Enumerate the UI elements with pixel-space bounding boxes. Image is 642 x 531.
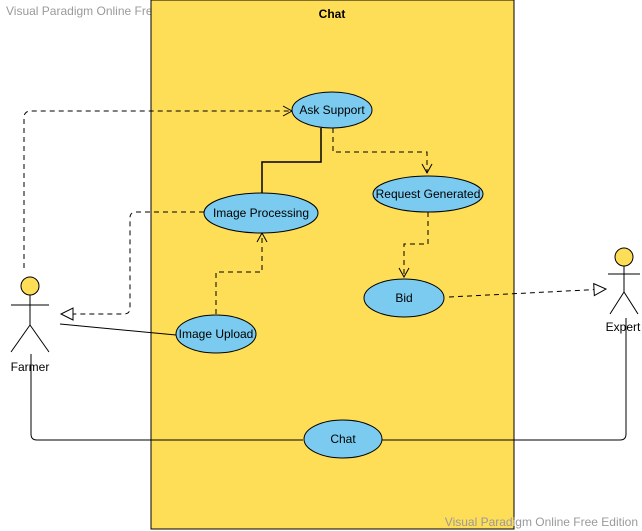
dependency-image-upload-image-processing: [215, 231, 268, 314]
usecase-ask-support[interactable]: Ask Support: [291, 91, 373, 129]
usecase-request-generated[interactable]: Request Generated: [372, 175, 484, 213]
association-farmer-image-upload: [59, 323, 177, 336]
usecase-image-upload-label: Image Upload: [179, 327, 254, 341]
association-farmer-chat: [30, 354, 303, 441]
dependency-ask-support-request-generated: [332, 128, 433, 175]
association-ask-support-image-processing: [261, 128, 322, 196]
usecase-chat-label: Chat: [330, 432, 356, 446]
actor-expert-head: [614, 247, 634, 267]
dependency-request-generated-bid: [398, 212, 429, 279]
usecase-bid-label: Bid: [395, 291, 412, 305]
dependency-image-processing-farmer: [59, 211, 204, 321]
actor-expert-label: Expert: [606, 320, 641, 334]
actor-farmer-label: Farmer: [11, 360, 50, 374]
actor-farmer[interactable]: Farmer: [10, 276, 50, 374]
watermark-bottom: Visual Paradigm Online Free Edition: [444, 515, 638, 529]
usecase-request-generated-label: Request Generated: [376, 187, 481, 201]
usecase-image-processing[interactable]: Image Processing: [203, 192, 319, 234]
actor-expert[interactable]: Expert: [606, 247, 641, 334]
usecase-image-upload[interactable]: Image Upload: [175, 314, 257, 354]
actor-farmer-head: [20, 276, 40, 296]
usecase-image-processing-label: Image Processing: [213, 206, 309, 220]
system-title: Chat: [319, 7, 346, 21]
dependency-farmer-ask-support: [23, 105, 294, 268]
usecase-bid[interactable]: Bid: [363, 278, 445, 318]
usecase-ask-support-label: Ask Support: [299, 103, 365, 117]
usecase-chat[interactable]: Chat: [303, 419, 383, 459]
association-chat-expert: [382, 318, 627, 441]
